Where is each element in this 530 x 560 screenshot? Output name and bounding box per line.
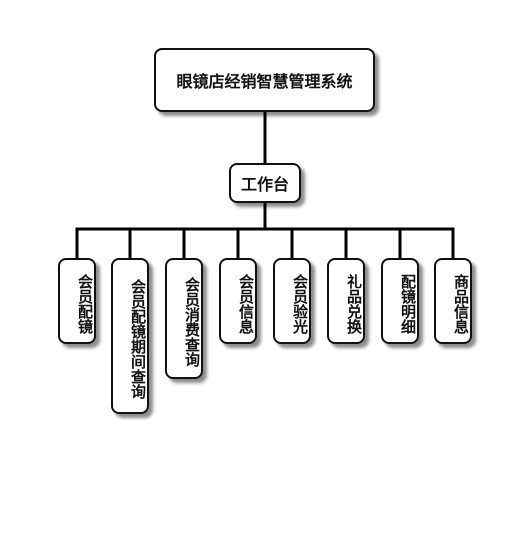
root-node-label: 眼镜店经销智慧管理系统: [176, 72, 353, 91]
module-label-4: 会员信息: [237, 274, 255, 334]
module-label-1: 会员配镜: [76, 274, 94, 334]
module-node-4: 会员信息: [219, 258, 257, 344]
module-node-1: 会员配镜: [58, 258, 96, 344]
module-node-8: 商品信息: [434, 258, 472, 344]
module-node-7: 配镜明细: [381, 258, 419, 344]
module-label-6: 礼品兑换: [345, 274, 363, 334]
module-node-5: 会员验光: [273, 258, 311, 344]
root-node: 眼镜店经销智慧管理系统: [154, 48, 375, 112]
module-label-8: 商品信息: [452, 274, 470, 334]
module-label-7: 配镜明细: [399, 274, 417, 334]
module-node-6: 礼品兑换: [327, 258, 365, 344]
module-node-3: 会员消费查询: [165, 258, 203, 379]
module-label-2: 会员配镜期间查询: [129, 279, 147, 399]
hub-node-label: 工作台: [240, 175, 289, 194]
module-label-5: 会员验光: [291, 274, 309, 334]
hub-node: 工作台: [229, 163, 301, 203]
module-node-2: 会员配镜期间查询: [111, 258, 149, 414]
module-label-3: 会员消费查询: [183, 276, 201, 367]
